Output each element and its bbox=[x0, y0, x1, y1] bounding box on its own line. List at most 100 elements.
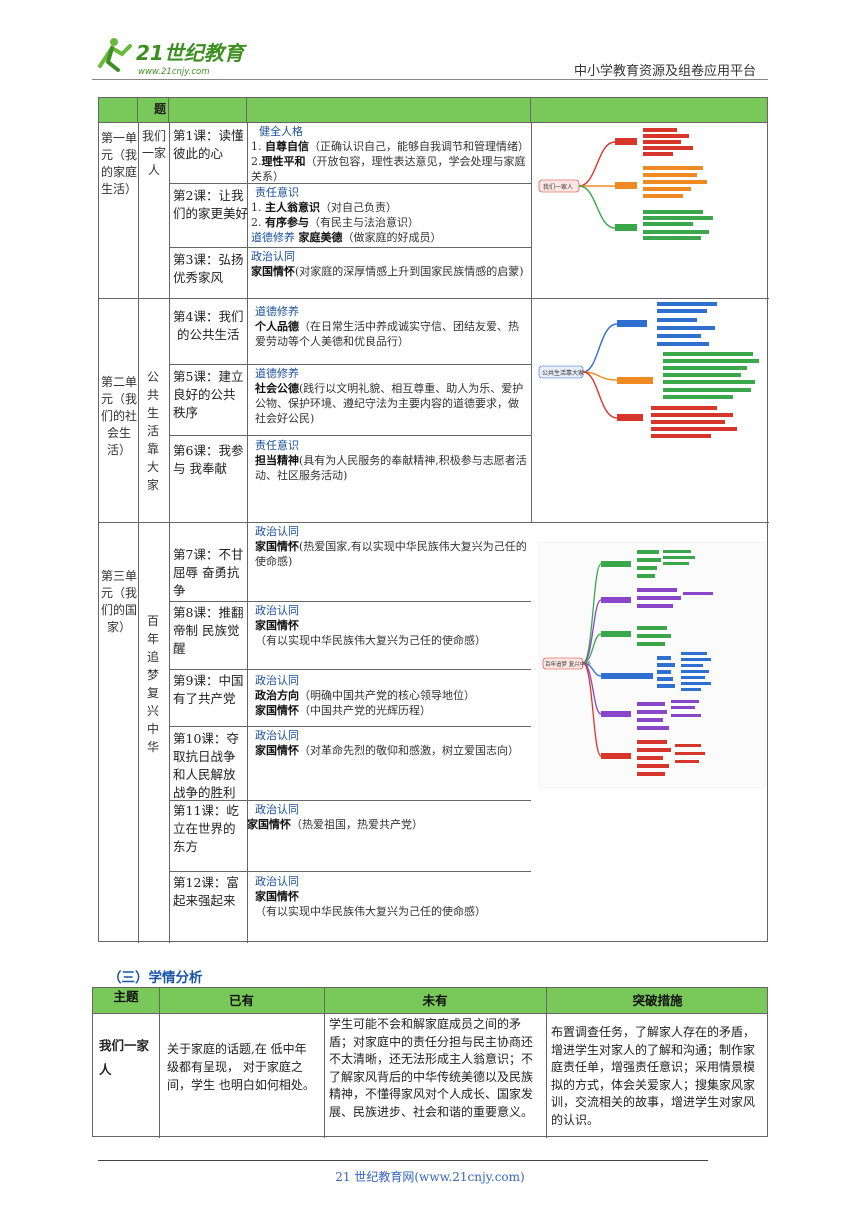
mindmap-unit2: 公共生活靠大家 bbox=[538, 302, 759, 438]
literacy-desc: （在日常生活中养成诚实守信、团结友爱、热爱劳动等个人美德和优良品行） bbox=[255, 320, 519, 348]
analysis-header-have: 已有 bbox=[228, 993, 254, 1008]
analysis-header-lack: 未有 bbox=[422, 993, 448, 1008]
literacy-desc: （做家庭的好成员） bbox=[342, 231, 442, 244]
literacy-key: 家国情怀 bbox=[255, 744, 299, 757]
unit-theme: 百年追梦复兴中华 bbox=[146, 614, 159, 754]
literacy-desc: （开放包容，理性表达意见，学会处理与家庭关系） bbox=[251, 155, 526, 183]
literacy-cell: 健全人格 1. 自尊自信（正确认识自己，能够自我调节和管理情绪） 2.理性平和（… bbox=[251, 124, 529, 184]
literacy-category: 道德修养 bbox=[255, 305, 299, 318]
footer-divider bbox=[98, 1160, 708, 1161]
literacy-desc: （对革命先烈的敬仰和感激，树立爱国志向） bbox=[299, 744, 519, 757]
literacy-cell: 政治认同 家国情怀（有以实现中华民族伟大复兴为己任的使命感） bbox=[255, 874, 529, 919]
col-divider bbox=[247, 123, 248, 943]
analysis-table: 主题 已有 未有 突破措施 我们一家人 关于家庭的话题,在 低中年级都有呈现， … bbox=[92, 987, 768, 1138]
literacy-cell: 政治认同 家国情怀（对革命先烈的敬仰和感激，树立爱国志向） bbox=[255, 728, 529, 758]
literacy-key: 担当精神 bbox=[255, 454, 299, 467]
analysis-lack: 学生可能不会和解家庭成员之间的矛盾；对家庭中的责任分担与民主协商还不太清晰，还无… bbox=[329, 1017, 534, 1119]
header-cell-literacy bbox=[247, 98, 531, 123]
literacy-category: 政治认同 bbox=[255, 604, 299, 617]
header-cell-map bbox=[531, 98, 769, 123]
header-cell-unit bbox=[99, 98, 138, 123]
unit-name: 第二单元（我们的社会生活） bbox=[101, 375, 138, 457]
literacy-category: 道德修养 bbox=[255, 367, 299, 380]
literacy-cell: 道德修养 社会公德(践行以文明礼貌、相互尊重、助人为乐、爱护公物、保护环境、遵纪… bbox=[255, 366, 529, 426]
lesson-divider bbox=[169, 247, 531, 248]
col-divider bbox=[138, 123, 139, 943]
mindmap-branches bbox=[617, 302, 759, 438]
literacy-desc: （对自己负责） bbox=[320, 201, 397, 214]
literacy-key: 家庭美德 bbox=[298, 231, 343, 244]
unit-theme: 公共生活靠大家 bbox=[146, 370, 159, 492]
unit-name: 第三单元（我们的国家） bbox=[101, 569, 138, 634]
header-divider bbox=[92, 79, 768, 80]
header-cell-lesson bbox=[169, 98, 247, 123]
lesson-divider bbox=[169, 601, 531, 602]
lesson-title: 第12课：富起来强起来 bbox=[173, 875, 239, 908]
literacy-desc: (具有为人民服务的奉献精神,积极参与志愿者活动、社区服务活动) bbox=[255, 454, 527, 482]
literacy-cell: 政治认同 家国情怀 （有以实现中华民族伟大复兴为己任的使命感） bbox=[255, 603, 529, 648]
lesson-title: 第3课：弘扬优秀家风 bbox=[173, 252, 244, 285]
literacy-key: 家国情怀 bbox=[255, 704, 299, 717]
literacy-category: 政治认同 bbox=[255, 729, 299, 742]
literacy-cell: 责任意识 担当精神(具有为人民服务的奉献精神,积极参与志愿者活动、社区服务活动) bbox=[255, 438, 529, 483]
literacy-desc: （热爱祖国，热爱共产党） bbox=[291, 818, 423, 831]
literacy-category: 政治认同 bbox=[251, 250, 295, 263]
literacy-cell: 政治认同 家国情怀(对家庭的深厚情感上升到国家民族情感的启蒙) bbox=[251, 249, 529, 279]
literacy-key: 自尊自信 bbox=[265, 140, 309, 153]
lesson-divider bbox=[169, 435, 531, 436]
col-divider bbox=[169, 123, 170, 943]
literacy-category: 健全人格 bbox=[259, 125, 303, 138]
unit-divider bbox=[99, 522, 769, 523]
literacy-cell: 政治认同 家国情怀(热爱国家,有以实现中华民族伟大复兴为己任的使命感) bbox=[255, 524, 529, 569]
footer-text: 21 世纪教育网(www.21cnjy.com) bbox=[335, 1170, 525, 1184]
col-divider bbox=[546, 988, 547, 1138]
lesson-divider bbox=[169, 364, 531, 365]
lesson-title: 第4课：我们的公共生活 bbox=[173, 309, 244, 342]
lesson-title: 第7课：不甘屈辱 奋勇抗争 bbox=[173, 547, 244, 598]
literacy-desc: （明确中国共产党的核心领导地位） bbox=[299, 689, 475, 702]
literacy-key: 家国情怀 bbox=[255, 619, 299, 632]
mindmap-unit3: 百年追梦 复兴中华 bbox=[539, 542, 765, 788]
literacy-key: 有序参与 bbox=[265, 216, 309, 229]
col-divider bbox=[531, 123, 532, 299]
literacy-category: 政治认同 bbox=[255, 674, 299, 687]
logo-21cnjy: 21世纪教育 www.21cnjy.com bbox=[98, 38, 247, 77]
page-header: 21世纪教育 www.21cnjy.com 中小学教育资源及组卷应用平台 bbox=[92, 30, 768, 80]
literacy-key: 家国情怀 bbox=[255, 540, 299, 553]
literacy-desc: （有以实现中华民族伟大复兴为己任的使命感） bbox=[255, 905, 486, 918]
lesson-title: 第8课：推翻帝制 民族觉醒 bbox=[173, 605, 244, 656]
lesson-divider bbox=[169, 183, 531, 184]
literacy-desc: （有民主与法治意识） bbox=[309, 216, 419, 229]
col-divider bbox=[159, 988, 160, 1138]
lesson-divider bbox=[169, 726, 531, 727]
mindmap-branches bbox=[601, 550, 713, 776]
literacy-category: 责任意识 bbox=[255, 186, 299, 199]
literacy-key: 个人品德 bbox=[255, 320, 299, 333]
literacy-cell: 责任意识 1. 主人翁意识（对自己负责） 2. 有序参与（有民主与法治意识） 道… bbox=[251, 185, 529, 245]
literacy-key: 政治方向 bbox=[255, 689, 299, 702]
col-divider bbox=[531, 299, 532, 522]
lesson-title: 第5课：建立良好的公共秩序 bbox=[173, 369, 244, 420]
logo-url: www.21cnjy.com bbox=[138, 67, 209, 77]
literacy-key: 家国情怀 bbox=[255, 890, 299, 903]
lesson-title: 第6课：我参与 我奉献 bbox=[173, 443, 244, 476]
analysis-theme: 我们一家人 bbox=[99, 1038, 150, 1077]
analysis-header-measure: 突破措施 bbox=[632, 993, 683, 1008]
unit-name: 第一单元（我的家庭生活） bbox=[101, 131, 138, 196]
lesson-divider bbox=[169, 800, 531, 801]
table-header-row: 题 bbox=[99, 98, 767, 123]
literacy-desc: (热爱国家,有以实现中华民族伟大复兴为己任的使命感) bbox=[255, 540, 527, 568]
literacy-category: 政治认同 bbox=[255, 525, 299, 538]
literacy-desc: （中国共产党的光辉历程） bbox=[299, 704, 431, 717]
literacy-category: 责任意识 bbox=[255, 439, 299, 452]
platform-name: 中小学教育资源及组卷应用平台 bbox=[573, 64, 756, 79]
item-number: 1. bbox=[251, 201, 262, 214]
literacy-key: 社会公德 bbox=[255, 382, 299, 395]
section-heading: （三）学情分析 bbox=[108, 970, 203, 986]
analysis-header-theme: 主题 bbox=[113, 989, 139, 1004]
mindmap-branches bbox=[615, 128, 713, 240]
literacy-desc: （有以实现中华民族伟大复兴为己任的使命感） bbox=[255, 634, 486, 647]
item-number: 2. bbox=[251, 216, 262, 229]
literacy-desc: (践行以文明礼貌、相互尊重、助人为乐、爱护公物、保护环境、遵纪守法为主要内容的道… bbox=[255, 382, 524, 425]
curriculum-table: 题 第一单元（我的家庭生活） 我们一家人 第1课：读懂彼此的心 健全人格 1. … bbox=[98, 97, 769, 943]
